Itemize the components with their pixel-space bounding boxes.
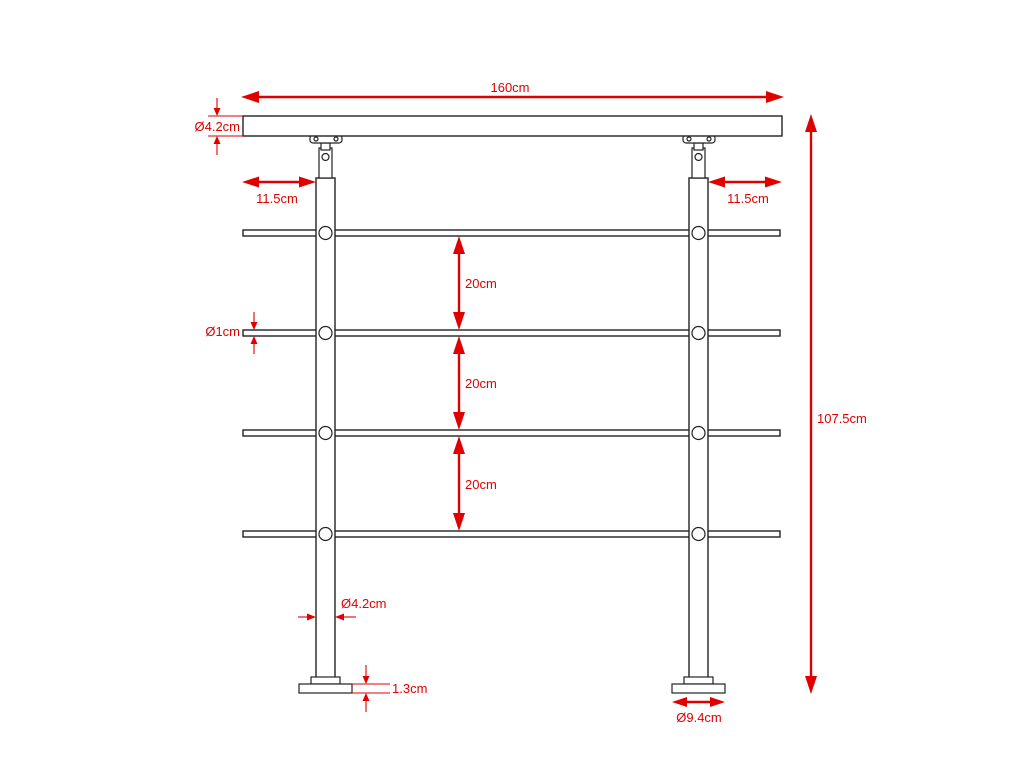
railing-drawing: [242, 115, 783, 694]
dim-rod-diameter-label: Ø1cm: [205, 324, 240, 339]
right-post-base: [671, 683, 726, 694]
dim-overhang-left: 11.5cm: [242, 176, 316, 206]
rod-1: [242, 229, 781, 237]
left-connector-2: [318, 325, 333, 341]
dim-base-diameter: Ø9.4cm: [672, 697, 725, 725]
dim-spacing-1-label: 20cm: [465, 276, 497, 291]
right-connector-2: [691, 325, 706, 341]
horizontal-rods: [242, 229, 781, 538]
left-bracket-screw-a: [313, 136, 319, 142]
dimension-annotations: 160cm Ø4.2cm 11.5cm 11.5cm: [194, 80, 866, 725]
dim-overhang-right: 11.5cm: [708, 176, 782, 206]
left-post: [298, 134, 353, 694]
dim-spacing-3: 20cm: [453, 436, 497, 531]
dim-total-height: 107.5cm: [805, 114, 867, 694]
left-connector-3: [318, 425, 333, 441]
right-bracket-pin: [694, 152, 703, 162]
dim-spacing-3-label: 20cm: [465, 477, 497, 492]
rod-3: [242, 429, 781, 437]
dim-total-width-label: 160cm: [490, 80, 529, 95]
rod-4: [242, 530, 781, 538]
left-bracket-screw-b: [333, 136, 339, 142]
dim-handrail-diameter-label: Ø4.2cm: [194, 119, 240, 134]
dim-overhang-right-label: 11.5cm: [727, 191, 769, 206]
dim-overhang-left-label: 11.5cm: [256, 191, 298, 206]
left-post-base: [298, 683, 353, 694]
left-connector-4: [318, 526, 333, 542]
dim-spacing-2: 20cm: [453, 336, 497, 430]
dim-total-width: 160cm: [241, 80, 784, 103]
dim-spacing-2-label: 20cm: [465, 376, 497, 391]
left-bracket-neck: [320, 142, 331, 151]
left-bracket-pin: [321, 152, 330, 162]
right-bracket-neck: [693, 142, 704, 151]
handrail: [242, 115, 783, 137]
left-bracket-stem: [318, 147, 333, 179]
right-bracket-screw-b: [706, 136, 712, 142]
right-connector-4: [691, 526, 706, 542]
dim-handrail-diameter: Ø4.2cm: [194, 98, 243, 155]
right-connector-3: [691, 425, 706, 441]
dim-spacing-1: 20cm: [453, 236, 497, 330]
dim-post-diameter: Ø4.2cm: [298, 596, 387, 621]
dim-base-height: 1.3cm: [352, 665, 427, 712]
right-bracket-stem: [691, 147, 706, 179]
dim-base-height-label: 1.3cm: [392, 681, 427, 696]
right-post-collar: [683, 676, 714, 685]
rod-2: [242, 329, 781, 337]
left-connector-1: [318, 225, 333, 241]
dim-rod-diameter: Ø1cm: [205, 312, 258, 354]
dim-base-diameter-label: Ø9.4cm: [676, 710, 722, 725]
left-post-collar: [310, 676, 341, 685]
dim-total-height-label: 107.5cm: [817, 411, 867, 426]
right-bracket-screw-a: [686, 136, 692, 142]
right-connector-1: [691, 225, 706, 241]
dim-post-diameter-label: Ø4.2cm: [341, 596, 387, 611]
right-post: [671, 134, 726, 694]
